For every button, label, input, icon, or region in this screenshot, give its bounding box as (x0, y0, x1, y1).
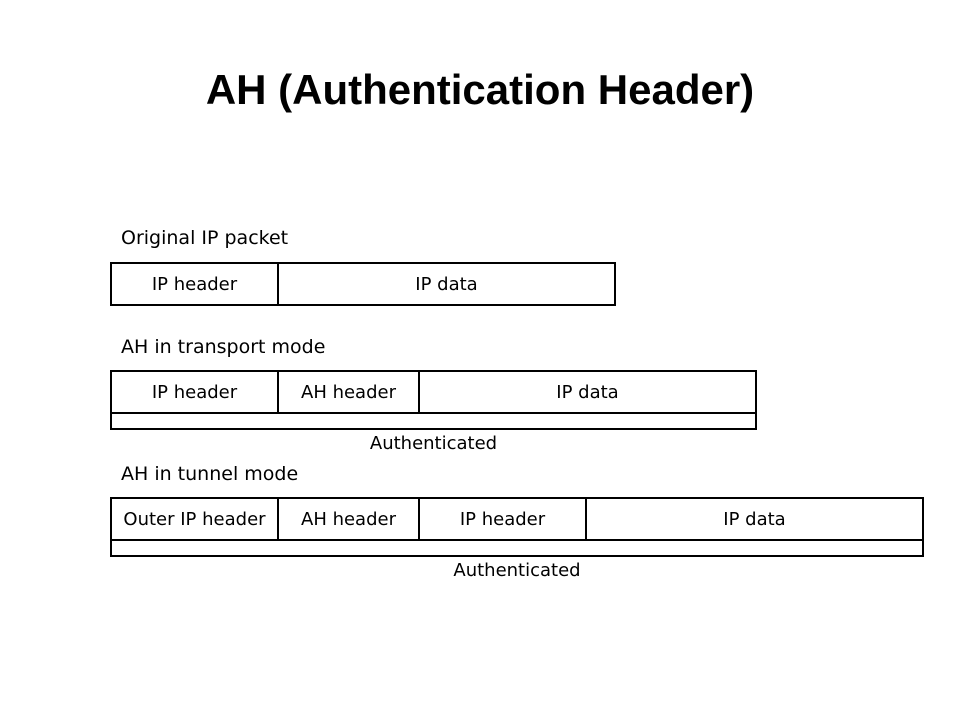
tunnel-outer-ip-header-field: Outer IP header (112, 499, 279, 539)
transport-ah-header-field: AH header (279, 372, 420, 412)
slide-title: AH (Authentication Header) (205, 66, 755, 113)
transport-authenticated-label: Authenticated (369, 433, 498, 454)
tunnel-packet-row: Outer IP header AH header IP header IP d… (110, 497, 924, 541)
original-packet-label: Original IP packet (121, 227, 289, 249)
transport-ip-header-field: IP header (112, 372, 279, 412)
tunnel-authenticated-bar (110, 541, 924, 557)
tunnel-ip-data-field: IP data (723, 508, 786, 530)
original-packet-row: IP header IP data (110, 262, 616, 306)
tunnel-ip-header-field: IP header (420, 499, 587, 539)
transport-mode-label: AH in transport mode (121, 336, 326, 358)
original-ip-data-field: IP data (415, 273, 478, 295)
transport-packet-row: IP header AH header IP data (110, 370, 757, 414)
tunnel-authenticated-label: Authenticated (453, 560, 581, 581)
transport-authenticated-bar (110, 414, 757, 430)
original-ip-header-field: IP header (112, 264, 279, 304)
transport-ip-data-field: IP data (556, 381, 619, 403)
tunnel-mode-label: AH in tunnel mode (121, 463, 299, 485)
tunnel-ah-header-field: AH header (279, 499, 420, 539)
